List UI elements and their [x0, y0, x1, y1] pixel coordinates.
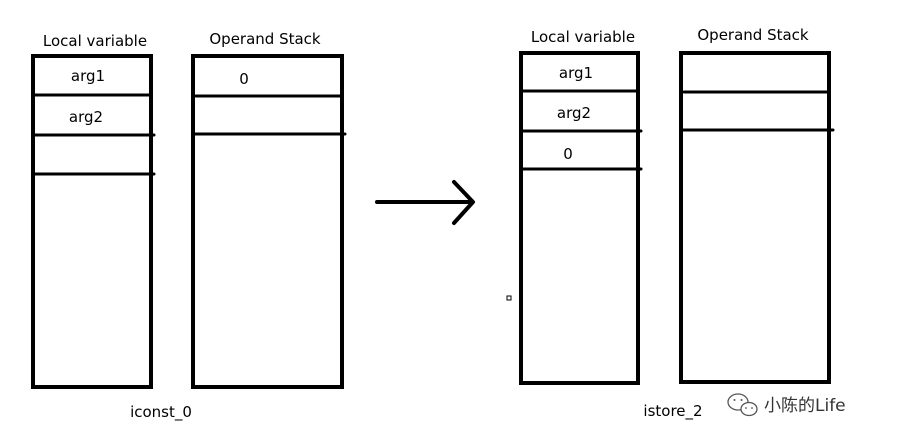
before-stack-cell-0: 0	[239, 70, 249, 88]
transition-arrow	[375, 180, 475, 225]
after-instruction-label: istore_2	[643, 402, 702, 421]
before-local-variable-title: Local variable	[43, 32, 147, 50]
before-instruction-label: iconst_0	[130, 403, 192, 422]
after-local-cell-2: 0	[563, 145, 573, 163]
after-operand-stack-title: Operand Stack	[697, 26, 809, 44]
arrow-head	[452, 180, 475, 225]
after-local-cell-1: arg2	[557, 104, 591, 122]
stray-mark	[506, 295, 512, 301]
before-operand-stack	[191, 54, 344, 389]
wechat-icon	[727, 393, 758, 417]
after-state: Local variable arg1 arg2 0 Operand Stack…	[519, 26, 835, 421]
before-state: Local variable arg1 arg2 Operand Stack 0…	[31, 30, 347, 422]
before-operand-stack-title: Operand Stack	[209, 30, 321, 48]
watermark: 小陈的Life	[727, 393, 846, 417]
before-local-cell-1: arg2	[69, 108, 103, 126]
after-local-variable-title: Local variable	[531, 28, 635, 46]
watermark-text: 小陈的Life	[764, 396, 846, 416]
before-local-variable-table	[31, 54, 153, 389]
after-operand-stack	[679, 51, 831, 384]
after-local-cell-0: arg1	[559, 64, 593, 82]
before-local-cell-0: arg1	[71, 67, 105, 85]
after-local-variable-table	[519, 51, 640, 385]
